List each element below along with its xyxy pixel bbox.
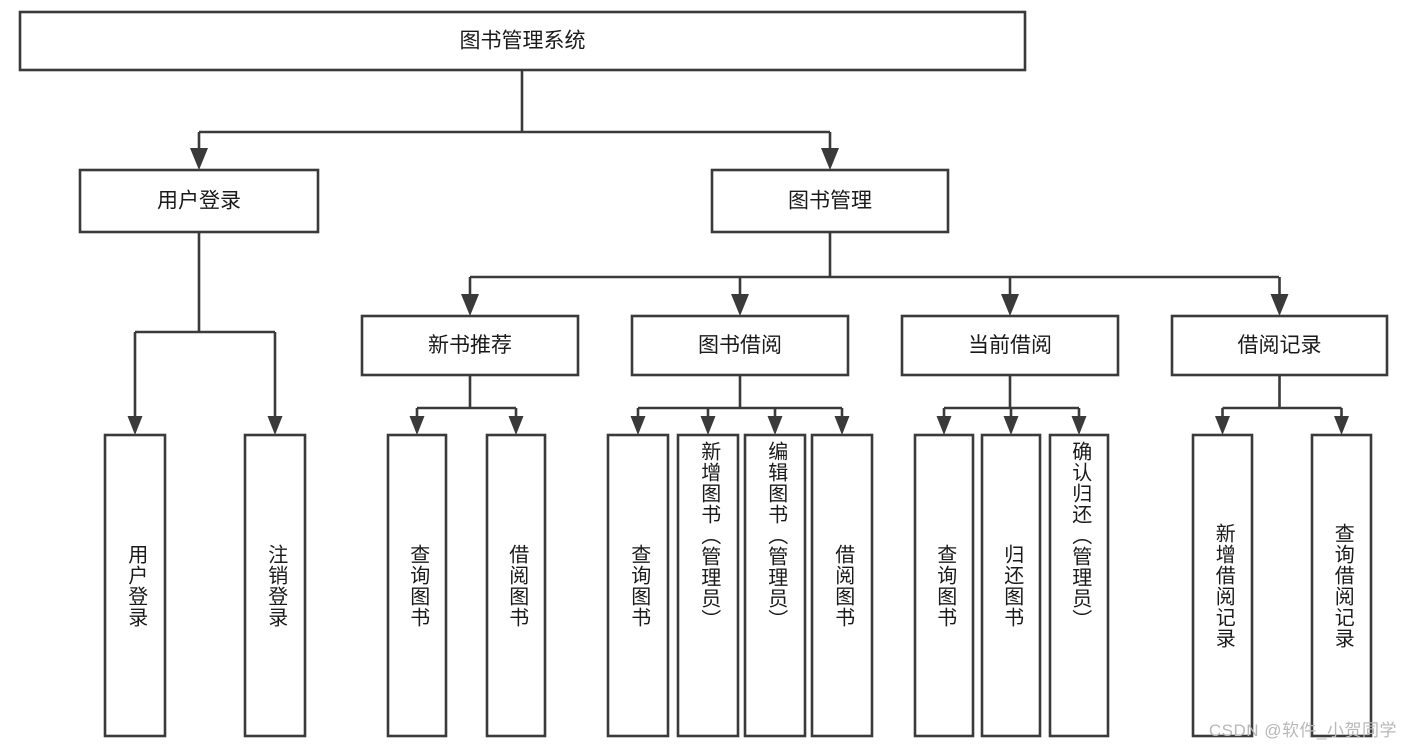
leaf-label-leaf-user-login: 用户登录 xyxy=(124,543,147,628)
arrow-head-icon-leaf-query-book-2 xyxy=(630,416,646,435)
leaf-box-leaf-borrow-book-1[interactable] xyxy=(485,433,547,738)
node-box-new-book-recommend[interactable] xyxy=(360,314,580,377)
leaf-label-wrap-leaf-return-book[interactable]: 归还图书 xyxy=(982,435,1040,736)
leaf-label-leaf-query-book-2: 查询图书 xyxy=(627,543,650,628)
arrow-head-icon-new-book-recommend xyxy=(461,294,479,316)
arrow-head-icon-leaf-query-book-3 xyxy=(936,416,952,435)
arrow-head-icon-leaf-user-login xyxy=(127,416,143,435)
arrow-head-icon-leaf-query-book-1 xyxy=(409,416,425,435)
arrow-head-icon-leaf-return-book xyxy=(1003,416,1019,435)
arrow-head-icon-borrow-record xyxy=(1270,294,1289,316)
leaf-box-leaf-borrow-book-2[interactable] xyxy=(810,433,874,738)
arrow-head-icon-current-borrow xyxy=(1001,294,1019,316)
leaf-box-leaf-confirm-return[interactable] xyxy=(1048,433,1110,738)
arrow-head-icon-leaf-edit-book xyxy=(767,416,783,435)
leaf-label-wrap-leaf-borrow-book-2[interactable]: 借阅图书 xyxy=(812,435,872,736)
leaf-box-leaf-add-record[interactable] xyxy=(1191,433,1254,738)
leaf-label-wrap-leaf-borrow-book-1[interactable]: 借阅图书 xyxy=(487,435,545,736)
node-box-book-manage[interactable] xyxy=(710,168,950,234)
leaf-box-leaf-query-book-2[interactable] xyxy=(606,433,670,738)
leaf-label-leaf-add-book: 新增图书（管理员） xyxy=(697,441,720,630)
leaf-label-leaf-return-book: 归还图书 xyxy=(1000,543,1023,628)
leaf-box-leaf-edit-book[interactable] xyxy=(743,433,807,738)
leaf-label-wrap-leaf-add-book[interactable]: 新增图书（管理员） xyxy=(678,435,738,736)
leaf-label-leaf-logout: 注销登录 xyxy=(264,543,287,628)
leaf-label-wrap-leaf-edit-book[interactable]: 编辑图书（管理员） xyxy=(745,435,805,736)
arrow-head-icon-leaf-query-record xyxy=(1334,416,1349,435)
node-label-current-borrow: 当前借阅 xyxy=(968,334,1052,357)
node-label-new-book-recommend: 新书推荐 xyxy=(428,334,512,357)
leaf-label-leaf-borrow-book-2: 借阅图书 xyxy=(831,543,854,628)
leaf-box-leaf-query-record[interactable] xyxy=(1310,433,1373,738)
node-label-book-borrow: 图书借阅 xyxy=(698,334,782,357)
leaf-box-leaf-user-login[interactable] xyxy=(103,433,167,738)
arrow-head-icon-leaf-borrow-book-1 xyxy=(508,416,524,435)
leaf-label-wrap-leaf-confirm-return[interactable]: 确认归还（管理员） xyxy=(1050,435,1108,736)
leaf-box-leaf-query-book-1[interactable] xyxy=(386,433,448,738)
leaf-label-leaf-add-record: 新增借阅记录 xyxy=(1212,522,1235,649)
leaf-label-wrap-leaf-logout[interactable]: 注销登录 xyxy=(245,435,305,736)
node-box-root[interactable] xyxy=(18,10,1027,72)
leaf-box-leaf-logout[interactable] xyxy=(243,433,307,738)
node-box-current-borrow[interactable] xyxy=(900,314,1120,377)
arrow-head-icon-book-borrow xyxy=(731,294,749,316)
leaf-label-wrap-leaf-query-record[interactable]: 查询借阅记录 xyxy=(1312,435,1371,736)
box-layer xyxy=(18,10,1389,738)
leaf-label-leaf-query-book-1: 查询图书 xyxy=(406,543,429,628)
arrow-head-icon-leaf-confirm-return xyxy=(1071,416,1087,435)
leaf-box-leaf-query-book-3[interactable] xyxy=(913,433,975,738)
leaf-box-leaf-return-book[interactable] xyxy=(980,433,1042,738)
leaf-label-leaf-confirm-return: 确认归还（管理员） xyxy=(1068,441,1091,630)
leaf-label-wrap-leaf-query-book-2[interactable]: 查询图书 xyxy=(608,435,668,736)
leaf-box-leaf-add-book[interactable] xyxy=(676,433,740,738)
leaf-label-leaf-query-book-3: 查询图书 xyxy=(933,543,956,628)
leaf-label-leaf-edit-book: 编辑图书（管理员） xyxy=(764,441,787,630)
arrow-head-icon-leaf-add-record xyxy=(1215,416,1230,435)
leaf-label-wrap-leaf-query-book-3[interactable]: 查询图书 xyxy=(915,435,973,736)
arrow-head-icon-book-manage xyxy=(821,148,839,170)
arrow-head-icon-leaf-logout xyxy=(267,416,283,435)
csdn-watermark: CSDN @软件_小贺同学 xyxy=(1208,721,1397,740)
node-box-user-login[interactable] xyxy=(78,168,320,234)
leaf-label-wrap-leaf-add-record[interactable]: 新增借阅记录 xyxy=(1193,435,1252,736)
node-label-borrow-record: 借阅记录 xyxy=(1238,334,1322,357)
arrow-head-icon-user-login xyxy=(190,148,208,170)
node-label-book-manage: 图书管理 xyxy=(788,190,872,213)
node-label-root: 图书管理系统 xyxy=(460,30,586,53)
leaf-label-wrap-leaf-query-book-1[interactable]: 查询图书 xyxy=(388,435,446,736)
arrow-head-icon-leaf-borrow-book-2 xyxy=(834,416,850,435)
node-label-user-login: 用户登录 xyxy=(157,190,241,213)
arrow-head-icon-leaf-add-book xyxy=(700,416,716,435)
node-box-book-borrow[interactable] xyxy=(630,314,850,377)
node-box-borrow-record[interactable] xyxy=(1170,314,1389,377)
leaf-label-leaf-query-record: 查询借阅记录 xyxy=(1331,522,1354,649)
leaf-label-wrap-leaf-user-login[interactable]: 用户登录 xyxy=(105,435,165,736)
connector-layer xyxy=(127,70,1349,435)
leaf-label-leaf-borrow-book-1: 借阅图书 xyxy=(505,543,528,628)
